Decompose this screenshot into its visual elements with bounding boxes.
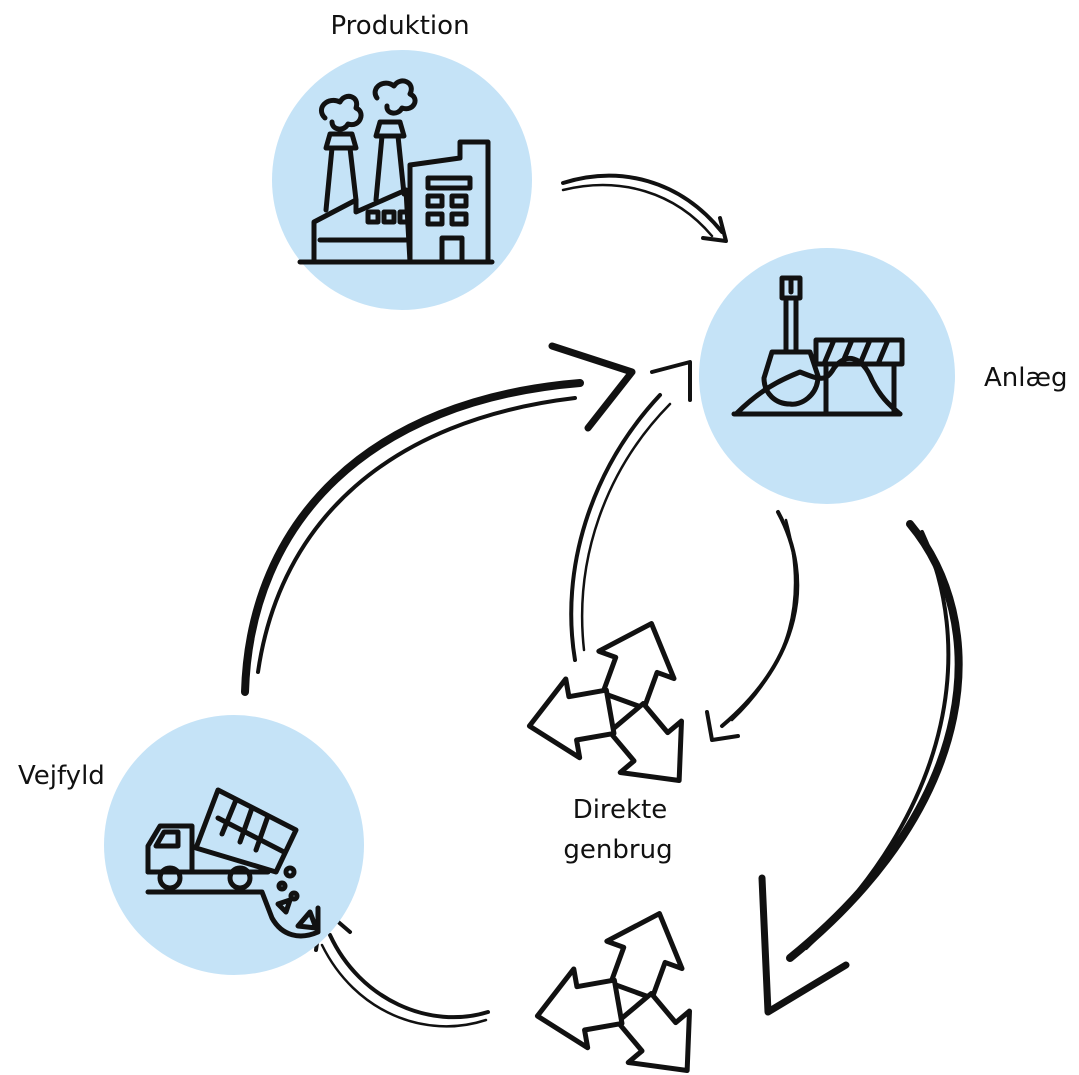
- node-production: Produktion: [272, 11, 532, 310]
- arrow-production-to-construction: [561, 173, 728, 243]
- node-label-road-fill: Vejfyld: [18, 761, 105, 791]
- node-label-direct-reuse-line1: Direkte: [573, 795, 668, 825]
- flow-arrows: [241, 173, 963, 1028]
- node-label-construction: Anlæg: [984, 363, 1068, 393]
- dump-truck-icon: [145, 787, 321, 939]
- node-road-fill: Vejfyld: [18, 715, 364, 975]
- recycle-icon: [530, 900, 717, 1075]
- arrow-recycling-to-road-fill: [314, 906, 490, 1028]
- node-recycling: [530, 900, 717, 1075]
- arrow-road-fill-to-construction: [241, 342, 636, 696]
- node-label-direct-reuse-line2: genbrug: [563, 835, 672, 865]
- arrow-construction-to-direct-reuse: [705, 510, 800, 742]
- node-direct-reuse: Direkte genbrug: [522, 610, 709, 865]
- recycle-icon: [522, 610, 709, 806]
- node-circle: [104, 715, 364, 975]
- node-construction: Anlæg: [699, 248, 1068, 504]
- arrow-direct-reuse-to-construction: [569, 360, 692, 662]
- arrow-construction-to-recycling: [758, 520, 963, 1016]
- node-label-production: Produktion: [330, 11, 469, 41]
- factory-icon: [297, 78, 495, 265]
- shovel-construction-icon: [731, 275, 905, 417]
